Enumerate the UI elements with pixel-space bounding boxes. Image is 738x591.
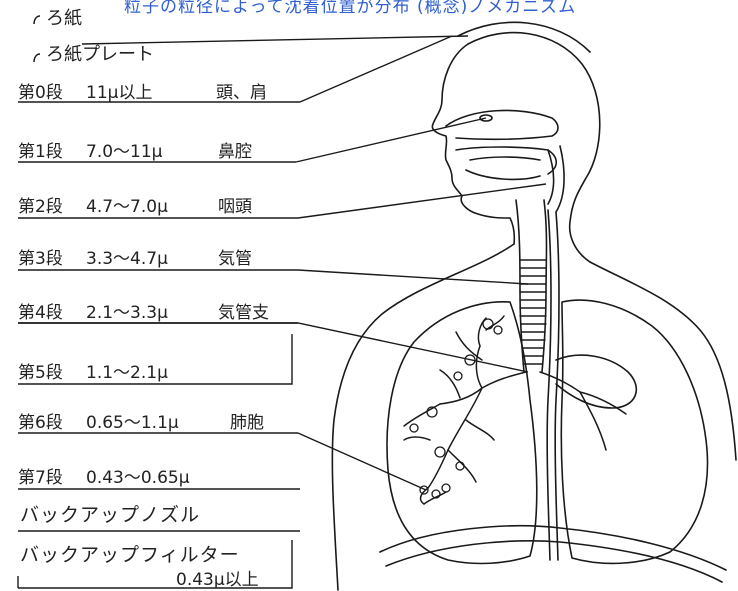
- stage-range: 7.0〜11μ: [86, 137, 218, 162]
- stage-name: 第7段: [18, 463, 80, 488]
- stage-location: 頭、肩: [216, 78, 267, 103]
- stage-location: 咽頭: [218, 192, 252, 217]
- stage-range: 0.65〜1.1μ: [86, 408, 230, 433]
- stage-location: 気管支: [218, 298, 269, 323]
- backup-filter-size: 0.43μ以上: [176, 565, 259, 590]
- stage-range: 1.1〜2.1μ: [86, 358, 218, 383]
- stage-range: 11μ以上: [86, 78, 216, 103]
- stage-range: 0.43〜0.65μ: [86, 463, 230, 488]
- stage-name: 第5段: [18, 358, 80, 383]
- stage-location: 気管: [218, 244, 252, 269]
- stage-range: 3.3〜4.7μ: [86, 244, 218, 269]
- stage-range: 4.7〜7.0μ: [86, 192, 218, 217]
- stage-range: 2.1〜3.3μ: [86, 298, 218, 323]
- stage-location: 鼻腔: [218, 137, 252, 162]
- filter-paper-label: ろ紙: [46, 4, 82, 30]
- stage-name: 第2段: [18, 192, 80, 217]
- stage-name: 第6段: [18, 408, 80, 433]
- stage-name: 第4段: [18, 298, 80, 323]
- stage-location: 肺胞: [230, 408, 264, 433]
- diagram-header: 粒子の粒径によって沈着位置が分布 (概念)ノメカニズム: [124, 0, 576, 17]
- backup-nozzle-label: バックアップノズル: [20, 500, 200, 527]
- backup-filter-label: バックアップフィルター: [20, 540, 240, 567]
- stage-name: 第3段: [18, 244, 80, 269]
- stage-name: 第0段: [18, 78, 80, 103]
- filter-plate-label: ろ紙プレート: [46, 40, 154, 66]
- stage-name: 第1段: [18, 137, 80, 162]
